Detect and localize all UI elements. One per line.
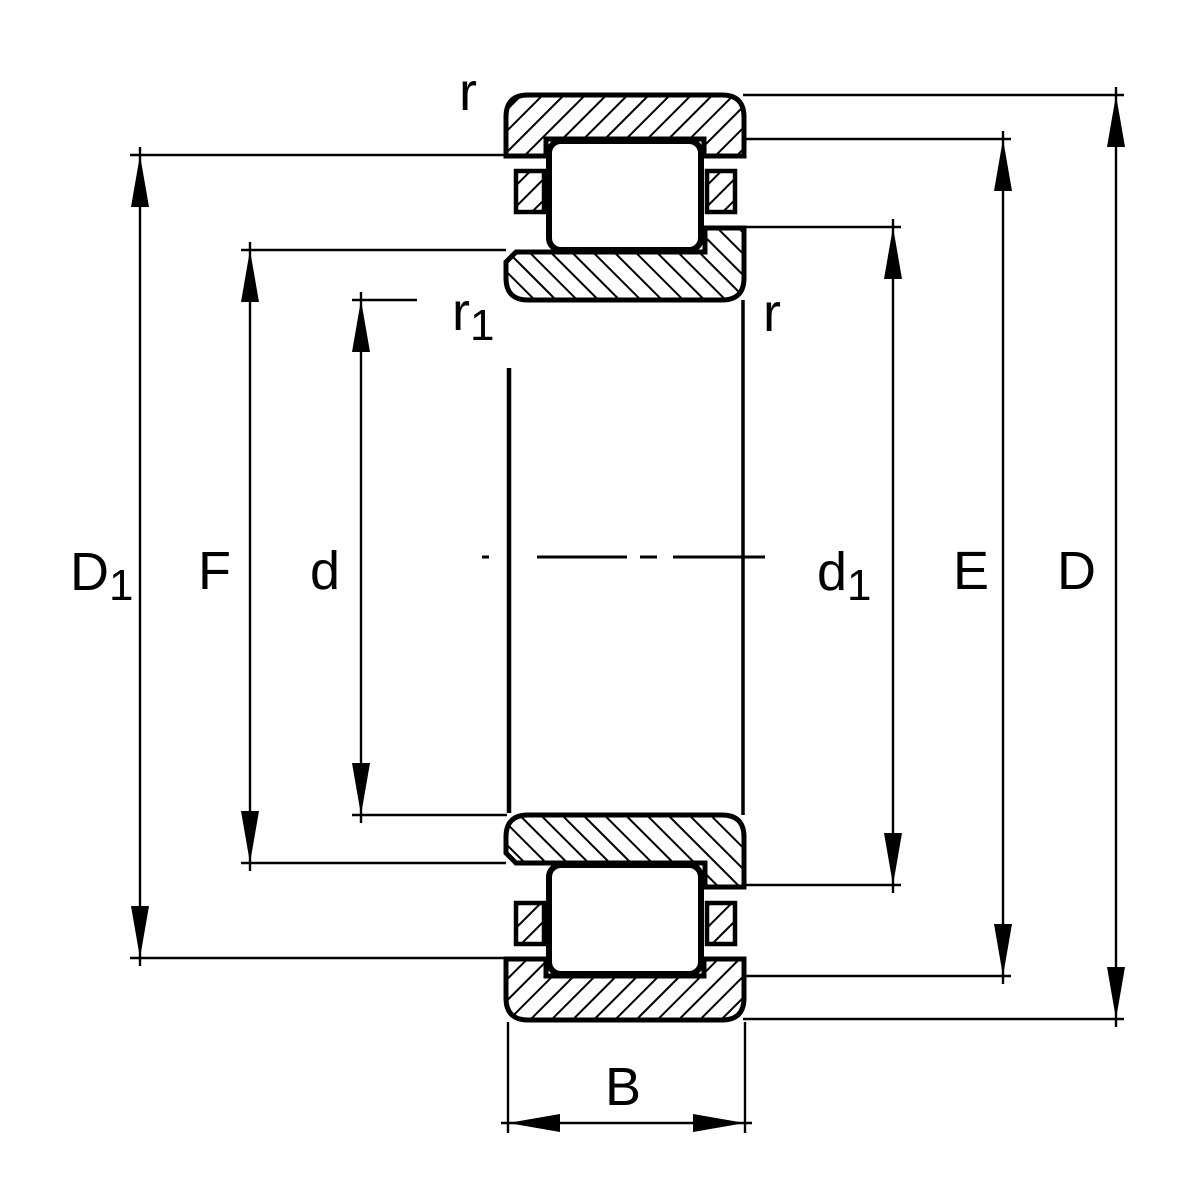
label-r-top: r <box>459 62 477 122</box>
outer-ring-bottom <box>503 956 747 1023</box>
roller-bottom <box>546 862 704 977</box>
label-r-right: r <box>763 283 781 343</box>
dimension-d <box>352 292 507 823</box>
label-d1: d1 <box>817 542 872 610</box>
label-F: F <box>198 541 231 601</box>
label-r1: r1 <box>452 282 494 350</box>
bottom-bearing-section <box>503 812 747 1023</box>
dimension-D1 <box>130 147 507 966</box>
roller-top <box>546 138 704 253</box>
dimension-B <box>501 1022 752 1133</box>
dimension-d1 <box>743 219 902 893</box>
dimension-E <box>743 131 1012 984</box>
top-bearing-section <box>503 92 747 303</box>
label-D1: D1 <box>70 542 133 610</box>
outer-ring-top <box>503 92 747 159</box>
cage-right-bottom <box>704 900 738 947</box>
dimension-F <box>241 242 506 871</box>
dimension-D <box>743 87 1125 1027</box>
inner-ring-top <box>503 225 747 303</box>
label-d: d <box>310 541 340 601</box>
label-B: B <box>605 1057 641 1117</box>
label-E: E <box>953 541 989 601</box>
cage-right-top <box>704 168 738 215</box>
cage-left-top <box>513 168 547 215</box>
cage-left-bottom <box>513 900 547 947</box>
inner-ring-bottom <box>503 812 747 890</box>
label-D: D <box>1057 541 1096 601</box>
